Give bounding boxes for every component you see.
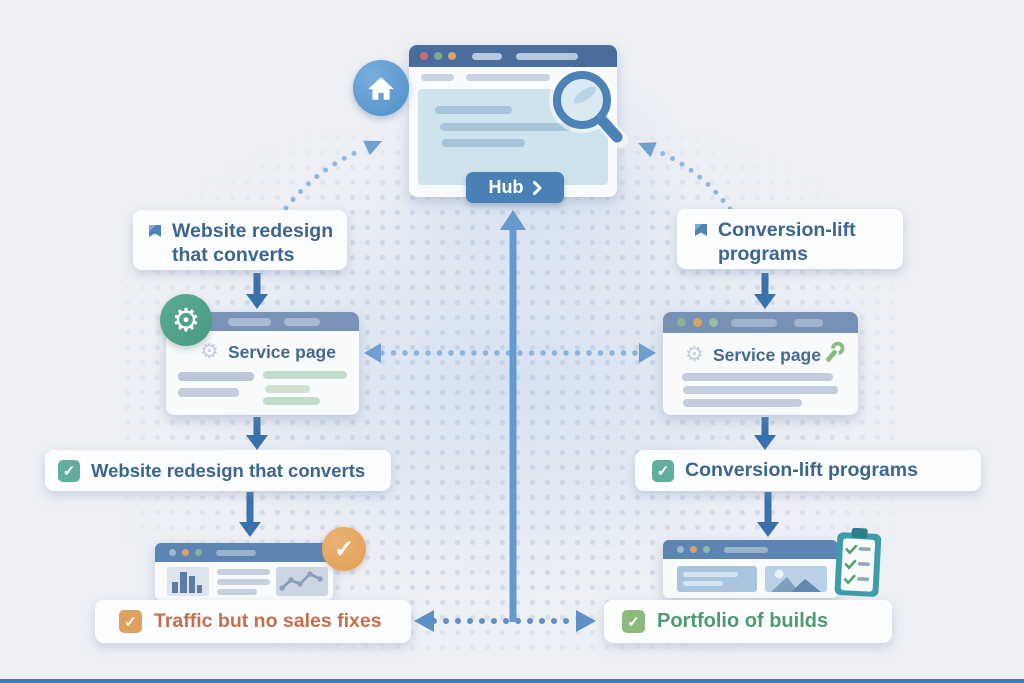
arrow-center-to-hub [500, 210, 526, 622]
right-service-window: ⚙ Service page [663, 312, 858, 415]
left-results-titlebar [155, 543, 333, 562]
bottom-accent-line [0, 679, 1024, 683]
window-dot-green [434, 52, 442, 60]
arrow-service-to-service-dotted [364, 343, 656, 363]
gear-badge-icon: ⚙ [160, 294, 212, 346]
left-check-card: ✓ Website redesign that converts [45, 450, 391, 491]
hub-text-line [440, 123, 572, 131]
left-keyword-label: Website redesign that converts [172, 220, 334, 266]
right-keyword-card: Conversion-lift programs [677, 209, 903, 269]
window-dot-orange [693, 318, 702, 327]
right-portfolio-titlebar [663, 540, 838, 559]
titlebar-bar [284, 317, 320, 326]
left-service-titlebar [166, 312, 359, 331]
bookmark-icon [695, 224, 707, 236]
hub-text-line [442, 139, 525, 147]
hub-nav-bar [466, 74, 550, 81]
service-text-line [683, 386, 838, 394]
service-text-line [178, 388, 239, 397]
window-dot-green [709, 318, 718, 327]
titlebar-bar [216, 549, 256, 556]
service-text-line [683, 399, 802, 407]
titlebar-bar [516, 52, 578, 60]
window-dot-green [677, 318, 686, 327]
titlebar-bar [724, 546, 768, 553]
titlebar-bar [228, 317, 271, 326]
arrow-left-service-to-check [246, 417, 268, 450]
arrow-left-keyword-to-hub-dotted [283, 140, 382, 211]
service-text-line-green [263, 397, 320, 405]
right-outcome-label: Portfolio of builds [657, 610, 829, 632]
service-text-line [178, 372, 254, 381]
checkbox-orange-icon: ✓ [119, 610, 142, 633]
gear-faded-icon: ⚙ [685, 343, 704, 366]
window-dot-green [195, 549, 202, 556]
window-dot-orange [448, 52, 456, 60]
right-check-card: ✓ Conversion-lift programs [635, 450, 981, 491]
arrow-left-keyword-to-service [246, 273, 268, 309]
arrow-right-service-to-check [754, 417, 776, 450]
window-dot-orange [182, 549, 189, 556]
right-portfolio-window [663, 540, 838, 598]
titlebar-bar [472, 52, 502, 60]
bar-chart-icon [167, 567, 209, 596]
window-dot-red [420, 52, 428, 60]
left-outcome-card: ✓ Traffic but no sales fixes [95, 600, 411, 643]
panel-text-line [683, 572, 738, 577]
hub-content-block [418, 89, 608, 185]
right-service-title: Service page [713, 345, 821, 365]
hub-button-label: Hub [488, 177, 524, 197]
bookmark-icon [149, 225, 161, 237]
window-dot-green [703, 546, 710, 553]
hub-text-line [435, 106, 512, 114]
left-outcome-label: Traffic but no sales fixes [154, 610, 382, 632]
results-text-line [217, 569, 270, 575]
right-outcome-card: ✓ Portfolio of builds [604, 600, 892, 643]
left-keyword-card: Website redesign that converts [133, 210, 347, 270]
arrow-right-check-to-page [757, 492, 779, 537]
service-text-line-green [265, 385, 310, 393]
hub-button: Hub [466, 172, 564, 203]
checkbox-teal-icon: ✓ [58, 459, 80, 482]
right-check-label: Conversion-lift programs [685, 459, 918, 481]
right-service-titlebar [663, 312, 858, 333]
line-chart-icon [276, 567, 328, 596]
hub-window-titlebar [409, 45, 617, 67]
results-text-line [217, 589, 257, 595]
arrow-outcome-to-outcome-dotted [414, 610, 596, 632]
check-badge-orange-icon: ✓ [322, 527, 366, 571]
home-icon [353, 60, 409, 116]
arrow-right-keyword-to-hub-dotted [638, 142, 733, 212]
left-check-label: Website redesign that converts [91, 459, 366, 481]
window-dot-gray [169, 549, 176, 556]
arrow-left-check-to-page [239, 492, 261, 537]
checkbox-green-icon: ✓ [622, 610, 645, 633]
checkbox-teal-icon: ✓ [652, 459, 674, 482]
gear-faded-icon: ⚙ [200, 340, 219, 363]
left-service-title: Service page [228, 342, 336, 362]
magnifier-icon [538, 58, 634, 154]
hub-nav-bar [421, 74, 454, 81]
titlebar-bar [794, 318, 823, 327]
portfolio-text-panel [677, 566, 757, 592]
clipboard-checklist-icon [833, 527, 883, 599]
service-text-line [682, 373, 833, 381]
right-keyword-label: Conversion-lift programs [718, 219, 856, 265]
image-thumbnail-icon [765, 566, 827, 592]
window-dot-gray [677, 546, 684, 553]
results-text-line [217, 579, 270, 585]
titlebar-bar [731, 318, 777, 327]
service-text-line-green [263, 371, 347, 379]
left-results-window [155, 543, 333, 600]
window-dot-orange [690, 546, 697, 553]
arrow-right-keyword-to-service [754, 273, 776, 309]
panel-text-line [683, 581, 723, 586]
chevron-right-icon [532, 180, 541, 195]
wrench-icon [826, 341, 845, 362]
